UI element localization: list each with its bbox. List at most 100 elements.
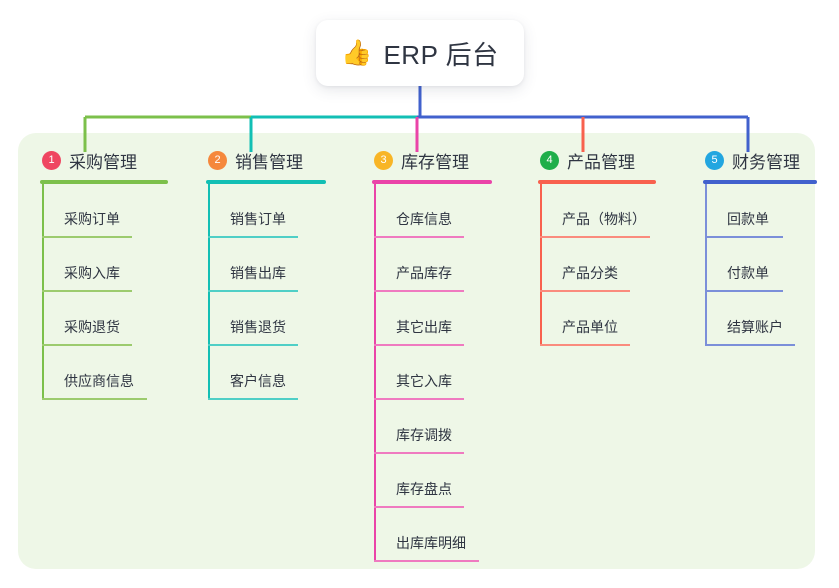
leaf-item[interactable]: 回款单: [705, 184, 817, 238]
branch-badge-3: 3: [374, 150, 393, 170]
branch-column-5: 5 财务管理 回款单 付款单 结算账户: [703, 144, 817, 346]
leaf-rule: [374, 290, 464, 292]
leaf-stem: [540, 238, 542, 292]
leaf-label: 销售订单: [230, 211, 286, 227]
leaf-item[interactable]: 出库库明细: [374, 508, 492, 562]
leaf-item[interactable]: 仓库信息: [374, 184, 492, 238]
leaf-item[interactable]: 库存调拨: [374, 400, 492, 454]
branch-header-1[interactable]: 1 采购管理: [40, 144, 168, 176]
leaf-item[interactable]: 产品分类: [540, 238, 656, 292]
leaf-stem: [540, 292, 542, 346]
leaf-label: 采购订单: [64, 211, 120, 227]
leaf-list-4: 产品（物料） 产品分类 产品单位: [538, 184, 656, 346]
leaf-stem: [705, 292, 707, 346]
leaf-rule: [374, 506, 464, 508]
leaf-stem: [374, 184, 376, 238]
leaf-item[interactable]: 采购订单: [42, 184, 168, 238]
leaf-rule: [208, 236, 298, 238]
leaf-rule: [42, 290, 132, 292]
leaf-rule: [42, 398, 147, 400]
leaf-item[interactable]: 产品库存: [374, 238, 492, 292]
branch-title-3: 库存管理: [401, 152, 469, 172]
leaf-stem: [705, 238, 707, 292]
leaf-label: 回款单: [727, 211, 769, 227]
leaf-rule: [540, 290, 630, 292]
root-node[interactable]: 👍 ERP 后台: [316, 20, 524, 86]
leaf-stem: [42, 346, 44, 400]
leaf-stem: [42, 292, 44, 346]
leaf-stem: [374, 238, 376, 292]
leaf-rule: [208, 398, 298, 400]
leaf-stem: [374, 292, 376, 346]
leaf-item[interactable]: 采购入库: [42, 238, 168, 292]
leaf-label: 产品（物料）: [562, 211, 646, 227]
leaf-item[interactable]: 付款单: [705, 238, 817, 292]
branch-badge-2: 2: [208, 150, 227, 170]
leaf-list-2: 销售订单 销售出库 销售退货 客户信息: [206, 184, 326, 400]
branch-badge-5: 5: [705, 150, 724, 170]
leaf-label: 结算账户: [727, 319, 783, 335]
branch-title-4: 产品管理: [567, 152, 635, 172]
leaf-item[interactable]: 销售订单: [208, 184, 326, 238]
leaf-label: 仓库信息: [396, 211, 452, 227]
branch-underline-2: [206, 180, 326, 184]
branch-title-5: 财务管理: [732, 152, 800, 172]
leaf-rule: [705, 290, 783, 292]
leaf-rule: [374, 236, 464, 238]
leaf-item[interactable]: 产品单位: [540, 292, 656, 346]
leaf-item[interactable]: 采购退货: [42, 292, 168, 346]
leaf-label: 其它入库: [396, 373, 452, 389]
branch-header-4[interactable]: 4 产品管理: [538, 144, 656, 176]
leaf-label: 采购退货: [64, 319, 120, 335]
leaf-item[interactable]: 库存盘点: [374, 454, 492, 508]
leaf-rule: [540, 344, 630, 346]
leaf-stem: [42, 238, 44, 292]
leaf-item[interactable]: 客户信息: [208, 346, 326, 400]
leaf-rule: [208, 344, 298, 346]
leaf-item[interactable]: 其它出库: [374, 292, 492, 346]
leaf-stem: [374, 400, 376, 454]
leaf-label: 其它出库: [396, 319, 452, 335]
leaf-rule: [42, 236, 132, 238]
leaf-label: 库存调拨: [396, 427, 452, 443]
leaf-stem: [540, 184, 542, 238]
leaf-stem: [208, 238, 210, 292]
leaf-label: 销售退货: [230, 319, 286, 335]
leaf-item[interactable]: 其它入库: [374, 346, 492, 400]
leaf-item[interactable]: 供应商信息: [42, 346, 168, 400]
branch-column-3: 3 库存管理 仓库信息 产品库存 其它出库 其它入库: [372, 144, 492, 562]
leaf-label: 采购入库: [64, 265, 120, 281]
leaf-label: 出库库明细: [396, 535, 466, 551]
branch-column-1: 1 采购管理 采购订单 采购入库 采购退货 供应商信: [40, 144, 168, 400]
branch-badge-1: 1: [42, 150, 61, 170]
branch-title-2: 销售管理: [235, 152, 303, 172]
branch-badge-4: 4: [540, 150, 559, 170]
leaf-label: 库存盘点: [396, 481, 452, 497]
leaf-label: 供应商信息: [64, 373, 134, 389]
branch-underline-1: [40, 180, 168, 184]
leaf-stem: [208, 346, 210, 400]
diagram-background-panel: [18, 133, 815, 569]
leaf-item[interactable]: 产品（物料）: [540, 184, 656, 238]
branch-column-4: 4 产品管理 产品（物料） 产品分类 产品单位: [538, 144, 656, 346]
branch-underline-4: [538, 180, 656, 184]
leaf-rule: [42, 344, 132, 346]
branch-header-2[interactable]: 2 销售管理: [206, 144, 326, 176]
branch-column-2: 2 销售管理 销售订单 销售出库 销售退货 客户信息: [206, 144, 326, 400]
leaf-label: 客户信息: [230, 373, 286, 389]
leaf-item[interactable]: 销售出库: [208, 238, 326, 292]
branch-header-5[interactable]: 5 财务管理: [703, 144, 817, 176]
leaf-rule: [374, 452, 464, 454]
leaf-stem: [374, 346, 376, 400]
leaf-item[interactable]: 销售退货: [208, 292, 326, 346]
leaf-rule: [705, 236, 783, 238]
branch-underline-3: [372, 180, 492, 184]
leaf-label: 产品单位: [562, 319, 618, 335]
branch-header-3[interactable]: 3 库存管理: [372, 144, 492, 176]
leaf-stem: [208, 184, 210, 238]
leaf-rule: [374, 398, 464, 400]
leaf-item[interactable]: 结算账户: [705, 292, 817, 346]
leaf-label: 销售出库: [230, 265, 286, 281]
leaf-list-1: 采购订单 采购入库 采购退货 供应商信息: [40, 184, 168, 400]
